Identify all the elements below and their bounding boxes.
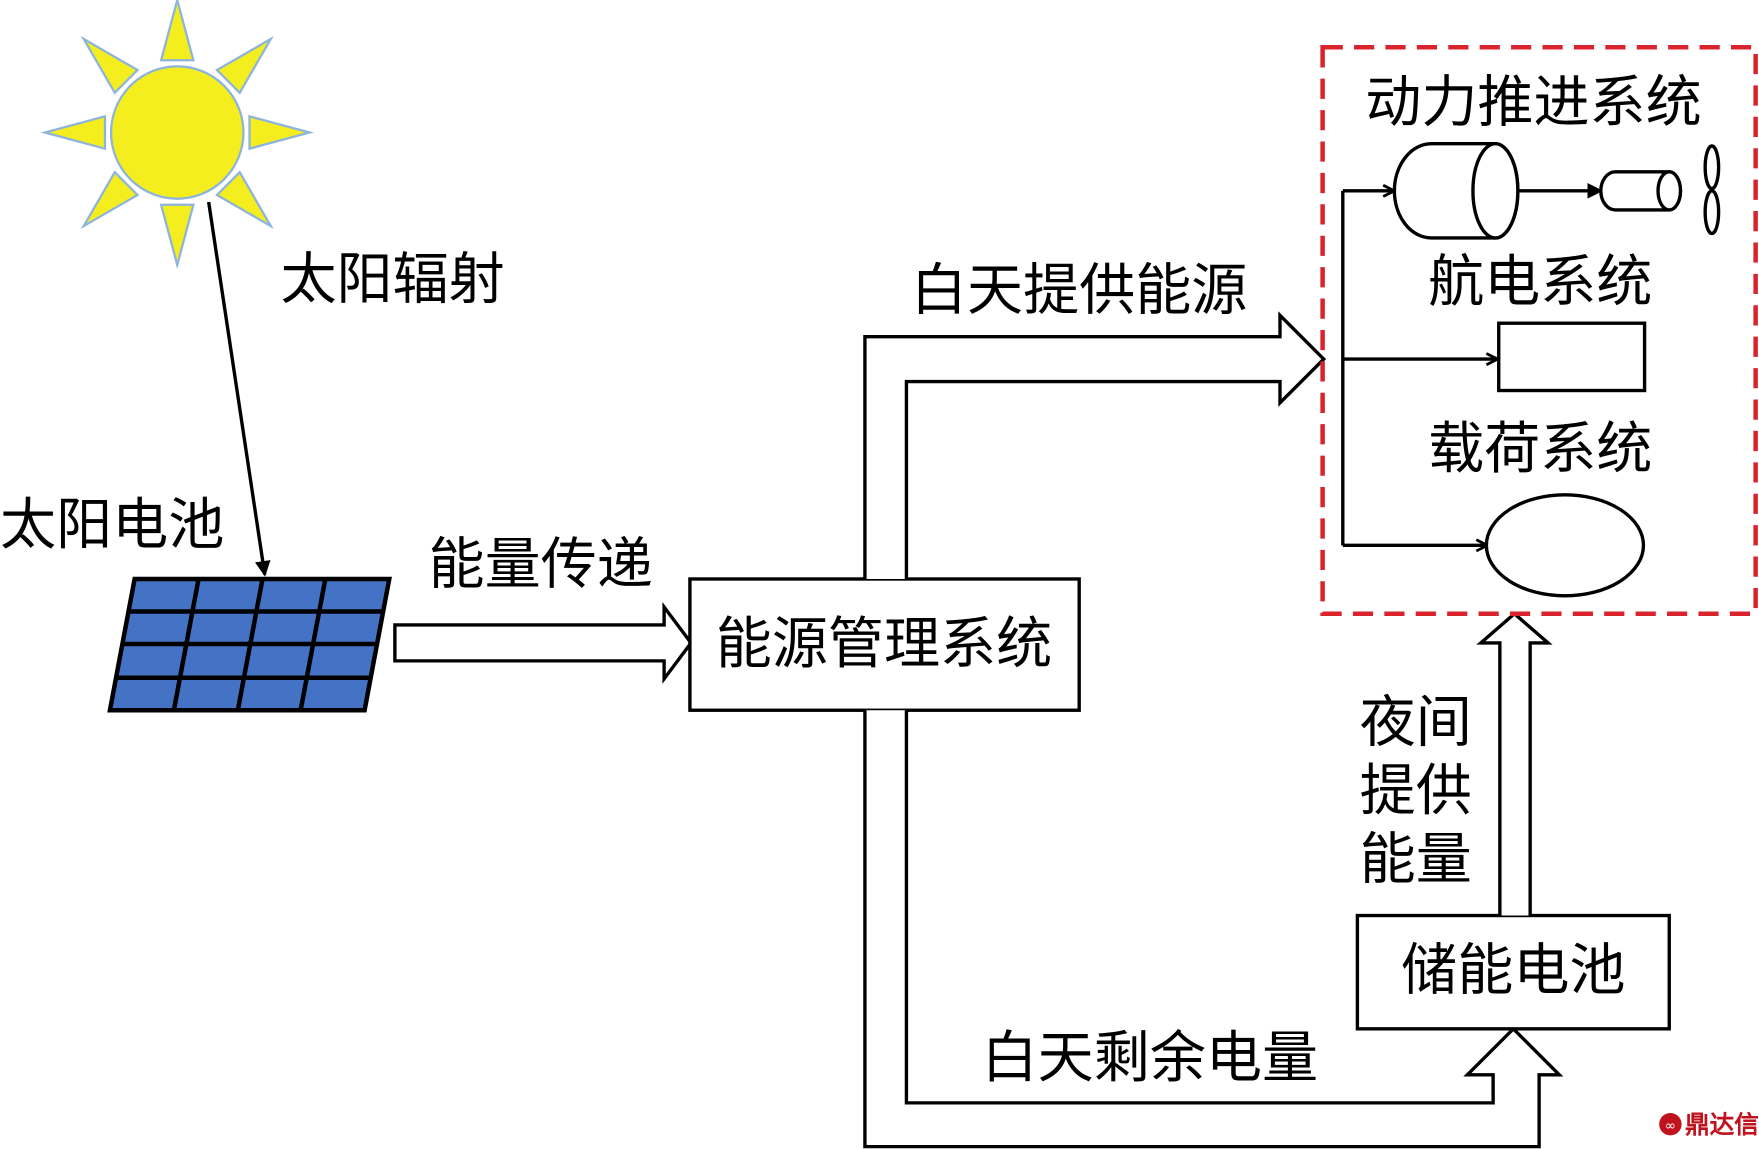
daytime-supply-label: 白天提供能源	[911, 259, 1247, 324]
solar-radiation-label: 太阳辐射	[280, 248, 504, 313]
night-supply-label-line2: 提供	[1360, 759, 1472, 824]
energy-transfer-arrow	[393, 601, 694, 684]
night-supply-arrow	[1476, 611, 1553, 916]
dingdaxin-logo-icon	[1659, 1112, 1682, 1136]
payload-system-label: 载荷系统	[1428, 417, 1652, 482]
avionics-system-label: 航电系统	[1428, 250, 1652, 315]
night-supply-label-line1: 夜间	[1360, 691, 1472, 756]
solar-cell-label: 太阳电池	[0, 493, 224, 558]
solar-radiation-arrow	[206, 201, 271, 577]
propeller-icon	[1599, 144, 1721, 236]
energy-transfer-label: 能量传递	[429, 532, 653, 597]
sun-ray	[80, 170, 140, 230]
storage-battery-label: 储能电池	[1401, 939, 1625, 1004]
payload-ellipse	[1484, 493, 1646, 598]
propulsion-system-label: 动力推进系统	[1365, 70, 1701, 135]
daytime-surplus-label: 白天剩余电量	[982, 1026, 1318, 1091]
load-systems-group	[1320, 45, 1758, 617]
sun-ray	[159, 0, 195, 62]
motor-icon	[1392, 142, 1520, 240]
watermark-logo-glyph: ∞	[1665, 1119, 1676, 1134]
storage-battery-box	[1355, 913, 1671, 1031]
sun-ray	[215, 170, 274, 230]
sun-ray	[40, 114, 107, 151]
avionics-box	[1497, 321, 1647, 393]
watermark: ∞ 鼎达信	[1659, 1110, 1759, 1139]
watermark-text: 鼎达信	[1685, 1110, 1759, 1139]
night-supply-label-line3: 能量	[1360, 828, 1472, 893]
sun-icon	[40, 0, 314, 270]
sun-ray	[159, 203, 195, 270]
daytime-supply-arrow	[863, 311, 1327, 579]
sun-ray	[248, 114, 314, 151]
distribution-bus	[1341, 191, 1497, 545]
sun-ray	[80, 35, 140, 95]
energy-management-label: 能源管理系统	[716, 612, 1052, 677]
sun-ray	[215, 35, 274, 95]
solar-panel-icon	[107, 576, 392, 713]
